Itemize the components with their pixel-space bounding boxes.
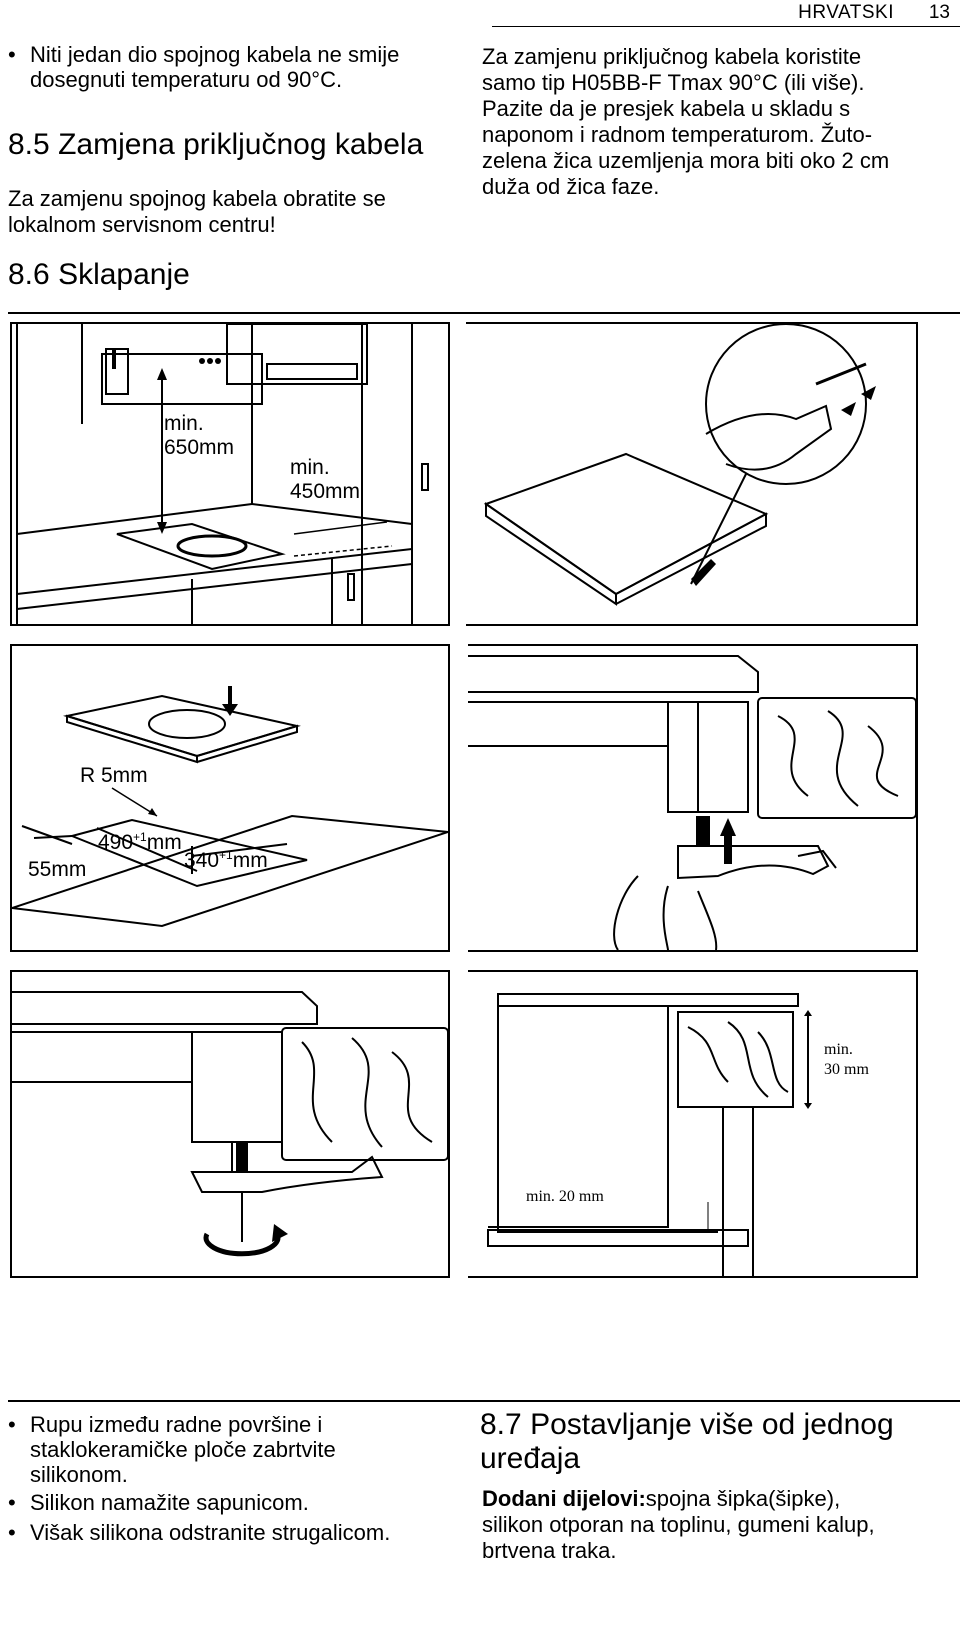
label-min: min. bbox=[824, 1041, 853, 1058]
heading-title: Postavljanje više od jednog uređaja bbox=[480, 1408, 894, 1475]
heading-title: Sklapanje bbox=[58, 258, 190, 291]
figure-sealing-strip bbox=[466, 322, 918, 626]
bullet-text: Silikon namažite sapunicom. bbox=[30, 1490, 309, 1515]
label-min-20: min. 20 mm bbox=[526, 1188, 604, 1205]
bullet-text: Rupu između radne površine i staklokeram… bbox=[30, 1412, 336, 1487]
header-language: HRVATSKI bbox=[798, 2, 894, 23]
kitchen-illustration bbox=[16, 324, 429, 624]
figure-worktop-section: min. 30 mm min. 20 mm bbox=[468, 970, 918, 1278]
para-additional-parts: Dodani dijelovi:spojna šipka(šipke), sil… bbox=[482, 1486, 902, 1564]
figure-bracket-screw bbox=[468, 644, 918, 952]
tightening-illustration bbox=[12, 991, 448, 1257]
figure-cutout-dimensions: R 5mm 490+1mm 340+1mm 55mm bbox=[10, 644, 450, 952]
label-min: min. bbox=[164, 412, 204, 435]
bullet-dot: • bbox=[8, 1490, 16, 1515]
para-cable-type: Za zamjenu priključnog kabela koristite … bbox=[482, 44, 890, 199]
bottom-rule bbox=[8, 1400, 960, 1402]
bullet-cable-temperature: • Niti jedan dio spojnog kabela ne smije… bbox=[8, 42, 460, 92]
width-tolerance: +1 bbox=[133, 830, 147, 844]
figure-tightening bbox=[10, 970, 450, 1278]
label-edge: 55mm bbox=[28, 858, 87, 881]
header-rule bbox=[492, 26, 960, 27]
bullet-dot: • bbox=[8, 1520, 16, 1545]
depth-unit: mm bbox=[232, 849, 268, 872]
parts-text: spojna šipka(šipke), silikon otporan na … bbox=[482, 1486, 875, 1563]
label-30mm: 30 mm bbox=[824, 1061, 869, 1078]
label-radius: R 5mm bbox=[80, 764, 148, 787]
heading-8-7: 8.7 Postavljanje više od jednog uređaja bbox=[480, 1408, 950, 1476]
width-unit: mm bbox=[146, 831, 182, 854]
bracket-illustration bbox=[468, 655, 916, 950]
parts-label: Dodani dijelovi: bbox=[482, 1486, 646, 1511]
heading-title: Zamjena priključnog kabela bbox=[58, 128, 424, 161]
bullet-silicone-seal: • Rupu između radne površine i stakloker… bbox=[8, 1412, 430, 1487]
label-min-650: min. 650mm bbox=[164, 412, 234, 460]
heading-8-6: 8.6 Sklapanje bbox=[8, 258, 468, 292]
heading-number: 8.7 bbox=[480, 1408, 522, 1441]
width-value: 490 bbox=[98, 831, 134, 854]
depth-tolerance: +1 bbox=[219, 848, 233, 862]
label-450mm: 450mm bbox=[290, 480, 361, 503]
page-number: 13 bbox=[928, 2, 950, 23]
figure-kitchen-clearance: min. 650mm min. 450mm bbox=[10, 322, 450, 626]
label-depth: 340+1mm bbox=[184, 848, 268, 873]
bullet-dot: • bbox=[8, 1412, 16, 1437]
depth-value: 340 bbox=[184, 849, 220, 872]
para-service-centre: Za zamjenu spojnog kabela obratite se lo… bbox=[8, 186, 386, 237]
label-min-30: min. 30 mm bbox=[824, 1040, 869, 1080]
sealing-strip-illustration bbox=[483, 324, 876, 606]
cutout-illustration bbox=[12, 686, 448, 928]
bullet-scraper: • Višak silikona odstranite strugalicom. bbox=[8, 1520, 450, 1545]
section-rule bbox=[8, 312, 960, 314]
worktop-illustration bbox=[487, 993, 812, 1276]
label-min: min. bbox=[290, 456, 330, 479]
heading-number: 8.6 bbox=[8, 258, 50, 291]
heading-number: 8.5 bbox=[8, 128, 50, 161]
heading-8-5: 8.5 Zamjena priključnog kabela bbox=[8, 128, 468, 162]
label-width: 490+1mm bbox=[98, 830, 182, 855]
bullet-dot: • bbox=[8, 42, 16, 67]
bullet-text: Niti jedan dio spojnog kabela ne smije d… bbox=[30, 42, 400, 92]
label-650mm: 650mm bbox=[164, 436, 235, 459]
bullet-soap: • Silikon namažite sapunicom. bbox=[8, 1490, 430, 1515]
bullet-text: Višak silikona odstranite strugalicom. bbox=[30, 1520, 391, 1545]
label-min-450: min. 450mm bbox=[290, 456, 360, 504]
